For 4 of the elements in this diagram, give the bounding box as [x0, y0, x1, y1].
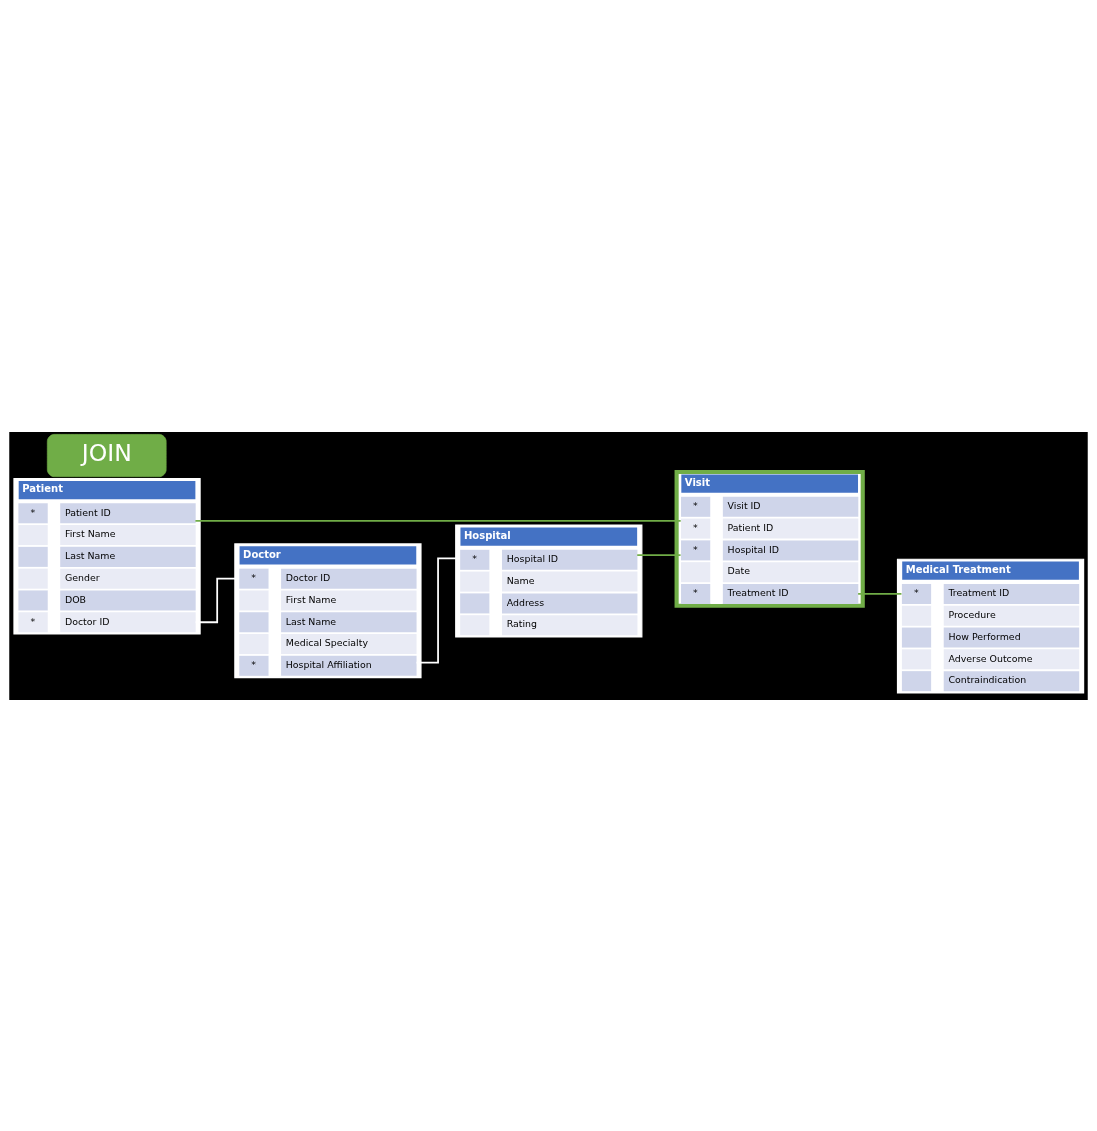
- node-box: JOIN: [46, 433, 167, 477]
- connector: [857, 592, 903, 595]
- connector: [636, 553, 682, 556]
- connector: [194, 519, 682, 522]
